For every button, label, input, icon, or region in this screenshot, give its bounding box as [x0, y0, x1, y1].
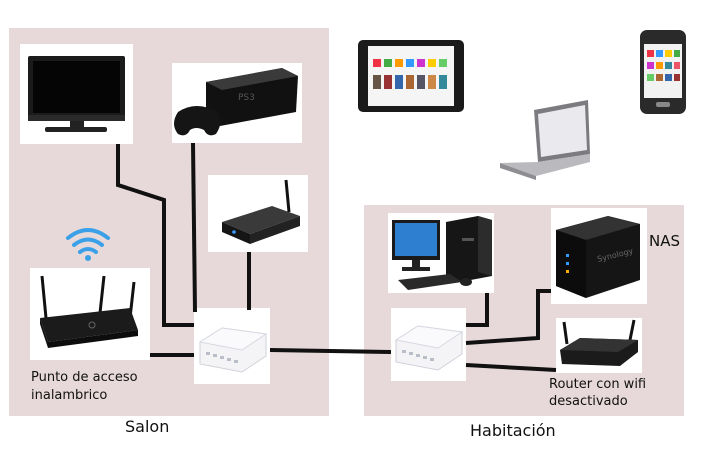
wifi-signal-icon	[66, 228, 110, 261]
desktop-pc-icon	[392, 216, 492, 290]
media-player-icon	[222, 179, 300, 244]
router-icon	[560, 319, 638, 366]
room-label-salon: Salon	[125, 417, 170, 436]
cable-router-switch	[465, 363, 557, 372]
label-router: Router con wifi desactivado	[549, 376, 646, 410]
cable-tv-switch	[116, 144, 194, 327]
cable-pc-switch	[466, 293, 489, 327]
label-access-point-line2: inalambrico	[31, 388, 108, 403]
svg-text:PS3: PS3	[238, 93, 255, 103]
network-switch-icon	[394, 325, 464, 371]
cable-nas-switch	[465, 289, 551, 345]
smartphone-icon	[640, 30, 686, 114]
label-access-point: Punto de acceso inalambrico	[31, 369, 138, 405]
ps3-console-icon: PS3	[174, 68, 298, 136]
room-label-habitacion: Habitación	[470, 421, 556, 440]
nas-icon: Synology	[556, 216, 640, 298]
label-nas: NAS	[649, 232, 681, 250]
label-router-line1: Router con wifi	[549, 377, 647, 392]
laptop-icon	[500, 100, 590, 180]
wifi-access-point-icon	[40, 275, 138, 348]
label-router-line2: desactivado	[549, 394, 628, 409]
cables	[116, 142, 557, 372]
tablet-icon	[358, 40, 464, 112]
cable-ps3-switch	[191, 142, 197, 313]
label-access-point-line1: Punto de acceso	[31, 370, 138, 385]
cable-switch-switch	[269, 348, 392, 354]
tv-icon	[28, 56, 125, 132]
network-switch-icon	[198, 327, 268, 373]
